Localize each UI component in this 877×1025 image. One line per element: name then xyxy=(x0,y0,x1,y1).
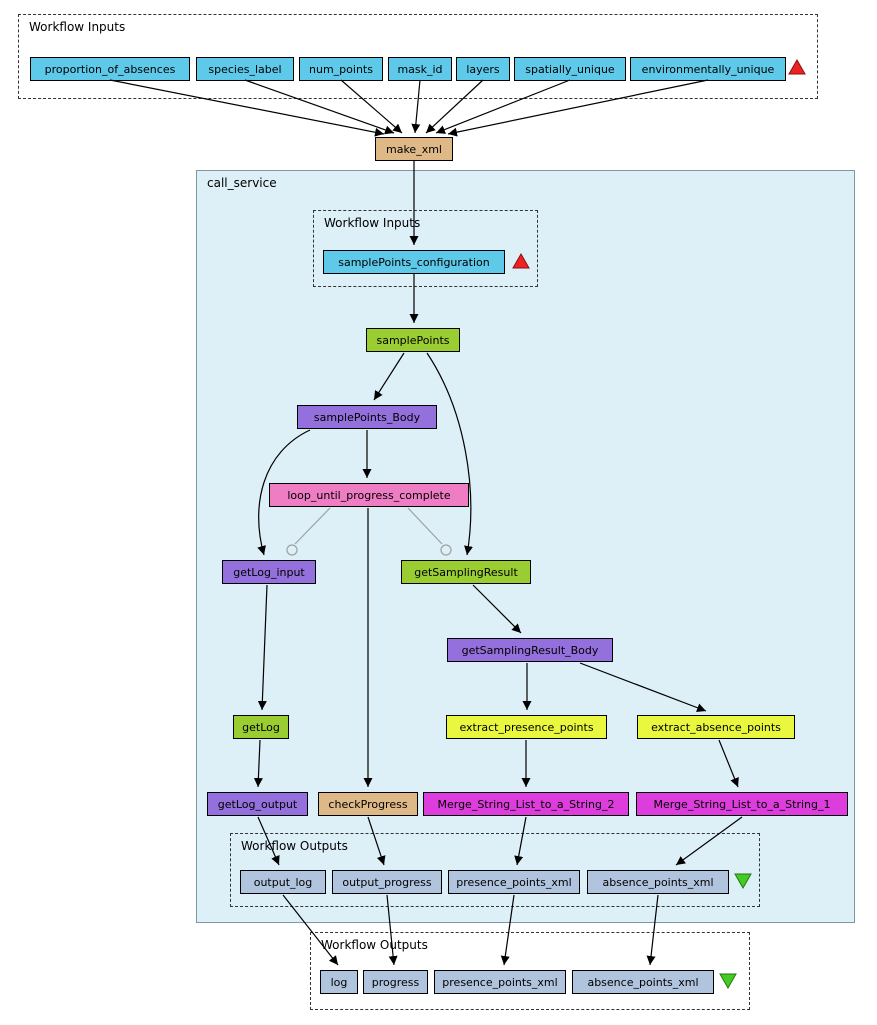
node-output-progress[interactable]: output_progress xyxy=(332,870,442,894)
output-port-icon xyxy=(719,972,737,994)
node-loop-until-progress-complete[interactable]: loop_until_progress_complete xyxy=(269,483,469,507)
node-getsamplingresult-body[interactable]: getSamplingResult_Body xyxy=(447,638,613,662)
input-port-icon xyxy=(512,252,530,274)
node-extract-absence-points[interactable]: extract_absence_points xyxy=(637,715,795,739)
node-merge-string-list-2[interactable]: Merge_String_List_to_a_String_2 xyxy=(423,792,629,816)
bottom-workflow-outputs-group: Workflow Outputs xyxy=(310,932,750,1010)
node-presence-points-xml-outer[interactable]: presence_points_xml xyxy=(434,970,566,994)
node-getlog-output[interactable]: getLog_output xyxy=(207,792,308,816)
node-getlog[interactable]: getLog xyxy=(233,715,289,739)
node-layers[interactable]: layers xyxy=(456,57,510,81)
output-port-icon xyxy=(734,872,752,894)
input-port-icon xyxy=(788,58,806,80)
node-progress[interactable]: progress xyxy=(363,970,428,994)
bottom-workflow-outputs-label: Workflow Outputs xyxy=(321,938,428,952)
node-getsamplingresult[interactable]: getSamplingResult xyxy=(401,560,531,584)
node-absence-points-xml-outer[interactable]: absence_points_xml xyxy=(572,970,714,994)
node-presence-points-xml-inner[interactable]: presence_points_xml xyxy=(448,870,580,894)
node-samplepoints[interactable]: samplePoints xyxy=(366,328,460,352)
node-mask-id[interactable]: mask_id xyxy=(388,57,452,81)
call-service-label: call_service xyxy=(207,176,277,190)
node-samplepoints-body[interactable]: samplePoints_Body xyxy=(297,405,437,429)
inner-workflow-inputs-label: Workflow Inputs xyxy=(324,216,421,230)
node-checkprogress[interactable]: checkProgress xyxy=(318,792,418,816)
inner-workflow-inputs-group: Workflow Inputs xyxy=(313,210,538,287)
node-absence-points-xml-inner[interactable]: absence_points_xml xyxy=(587,870,729,894)
node-make-xml[interactable]: make_xml xyxy=(375,137,453,161)
node-num-points[interactable]: num_points xyxy=(299,57,383,81)
node-proportion-of-absences[interactable]: proportion_of_absences xyxy=(30,57,190,81)
node-output-log[interactable]: output_log xyxy=(240,870,326,894)
node-merge-string-list-1[interactable]: Merge_String_List_to_a_String_1 xyxy=(636,792,848,816)
node-samplepoints-configuration[interactable]: samplePoints_configuration xyxy=(323,250,505,274)
node-getlog-input[interactable]: getLog_input xyxy=(222,560,316,584)
node-spatially-unique[interactable]: spatially_unique xyxy=(514,57,626,81)
inner-workflow-outputs-label: Workflow Outputs xyxy=(241,839,348,853)
node-extract-presence-points[interactable]: extract_presence_points xyxy=(446,715,607,739)
node-log[interactable]: log xyxy=(320,970,358,994)
node-species-label[interactable]: species_label xyxy=(196,57,294,81)
top-workflow-inputs-label: Workflow Inputs xyxy=(29,20,126,34)
node-environmentally-unique[interactable]: environmentally_unique xyxy=(630,57,786,81)
